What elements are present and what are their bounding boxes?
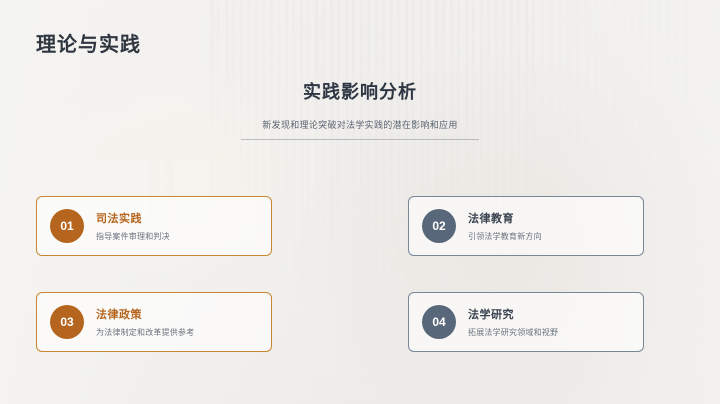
card-text-group: 法律教育 引领法学教育新方向 [468, 210, 542, 242]
card-description: 拓展法学研究领域和视野 [468, 328, 559, 337]
center-heading-block: 实践影响分析 新发现和理论突破对法学实践的潜在影响和应用 [0, 78, 720, 140]
card-title: 司法实践 [96, 213, 142, 225]
card-description: 引领法学教育新方向 [468, 232, 542, 241]
card-description: 为法律制定和改革提供参考 [96, 328, 195, 337]
card-title: 法学研究 [468, 309, 514, 321]
card-text-group: 法律政策 为法律制定和改革提供参考 [96, 306, 194, 338]
card-number-badge: 03 [50, 305, 84, 339]
card-number-badge: 01 [50, 209, 84, 243]
info-card-04[interactable]: 04 法学研究 拓展法学研究领域和视野 [408, 292, 644, 352]
info-card-02[interactable]: 02 法律教育 引领法学教育新方向 [408, 196, 644, 256]
card-title: 法律政策 [96, 309, 142, 321]
section-title: 实践影响分析 [303, 82, 417, 102]
info-card-03[interactable]: 03 法律政策 为法律制定和改革提供参考 [36, 292, 272, 352]
card-title: 法律教育 [468, 213, 514, 225]
card-text-group: 司法实践 指导案件审理和判决 [96, 210, 170, 242]
card-number-badge: 04 [422, 305, 456, 339]
page-title: 理论与实践 [36, 34, 141, 56]
card-description: 指导案件审理和判决 [96, 232, 170, 241]
card-number-badge: 02 [422, 209, 456, 243]
divider [241, 139, 479, 140]
info-card-01[interactable]: 01 司法实践 指导案件审理和判决 [36, 196, 272, 256]
card-text-group: 法学研究 拓展法学研究领域和视野 [468, 306, 558, 338]
section-subtitle: 新发现和理论突破对法学实践的潜在影响和应用 [262, 120, 458, 130]
